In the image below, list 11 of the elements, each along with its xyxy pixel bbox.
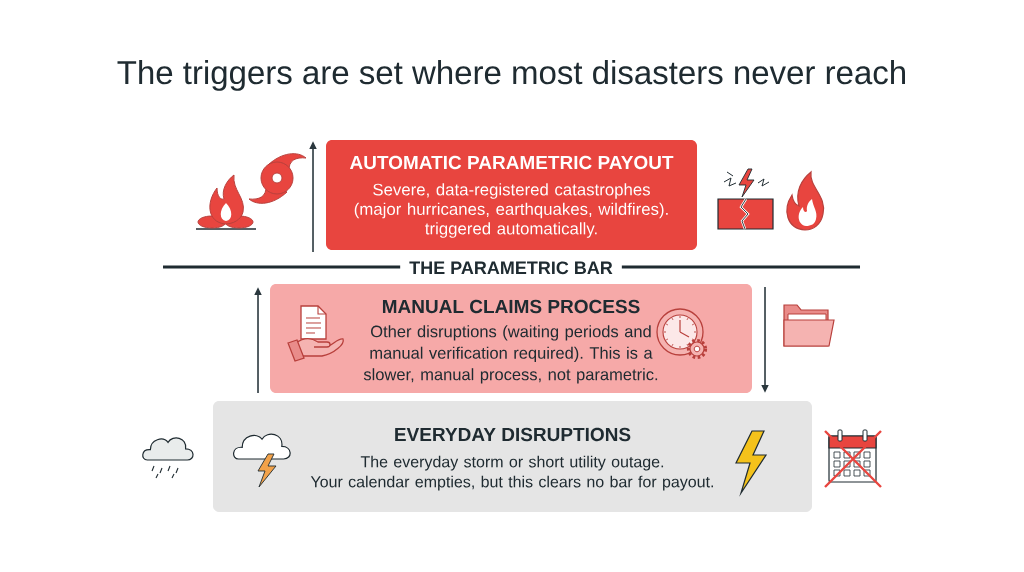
tier-box bbox=[213, 401, 812, 512]
bar-label: THE PARAMETRIC BAR bbox=[400, 257, 622, 279]
box-heading: AUTOMATIC PARAMETRIC PAYOUT bbox=[349, 155, 674, 170]
box-text: The everyday storm or short utility outage. Your calendar empties, but this clears no bar for payout. bbox=[310, 455, 713, 491]
box-text: Severe, data-registered catastrophes (major hurricanes, earthquakes, wildfires). triggered automatically. bbox=[354, 183, 668, 238]
tier-box bbox=[270, 284, 752, 393]
box-text: Other disruptions (waiting periods and manual verification required). This is a slower, manual process, not parametric. bbox=[363, 325, 658, 384]
tier-box bbox=[326, 140, 697, 250]
box-heading: EVERYDAY DISRUPTIONS bbox=[395, 427, 631, 442]
box-heading: MANUAL CLAIMS PROCESS bbox=[382, 299, 640, 314]
title: The triggers are set where most disasters never reach bbox=[117, 60, 905, 91]
